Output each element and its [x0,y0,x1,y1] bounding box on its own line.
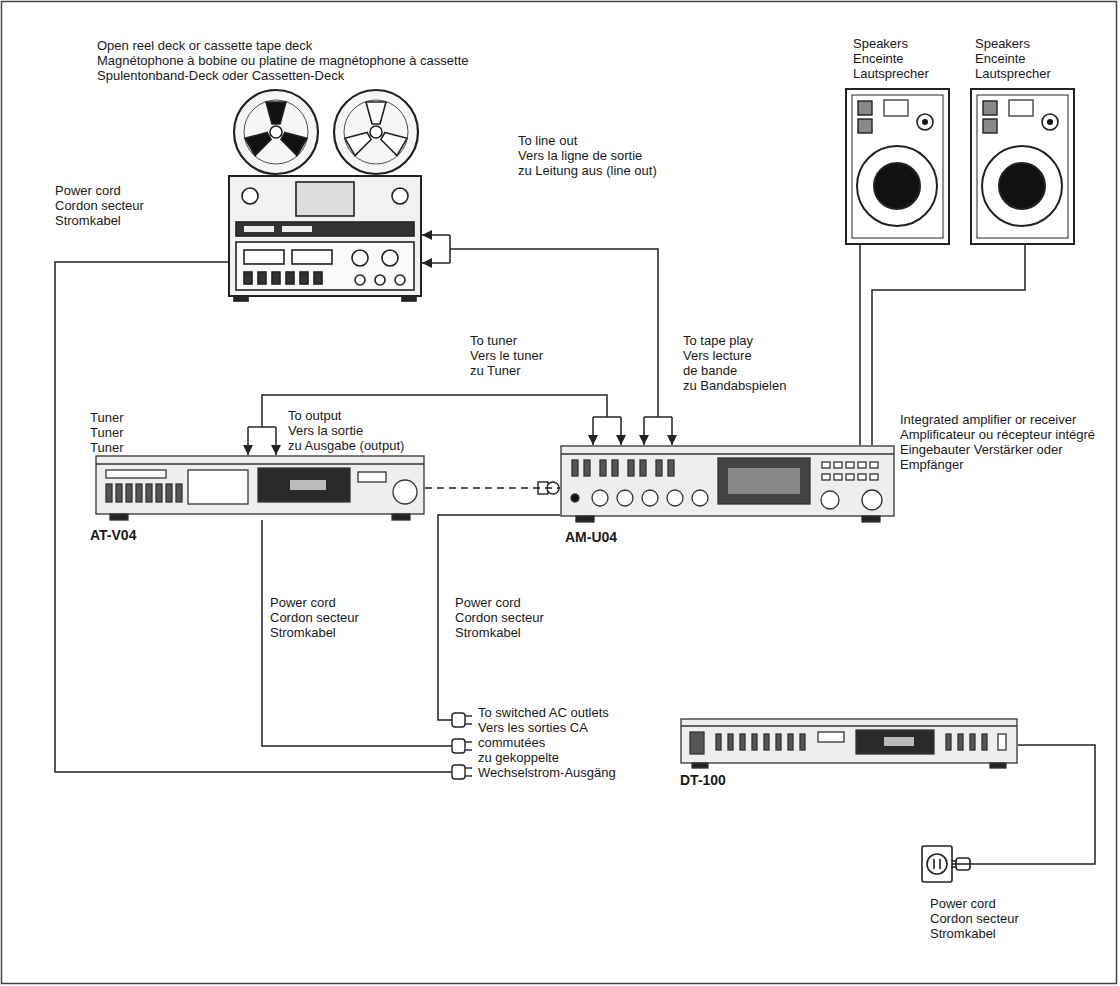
caption-group: SpeakersEnceinteLautsprecher [975,36,1051,81]
caption-group: Open reel deck or cassette tape deckMagn… [97,38,469,83]
device-label: Spulentonband-Deck oder Cassetten-Deck [97,68,469,83]
caption-group: DT-100 [680,772,726,788]
arrow-head [243,445,253,455]
cable-connector [438,515,560,720]
arrow-head [667,435,677,445]
device-label: Speakers [975,36,1051,51]
connection-note: zu Bandabspielen [683,378,786,393]
timer-node: DT-100 [680,718,1018,768]
tuner-illustration [96,456,424,520]
connection-note: Power cord [455,595,521,610]
connection-note: zu Leitung aus (line out) [518,163,657,178]
cable-connector [860,245,861,445]
connection-note: Stromkabel [270,625,336,640]
cable-line [450,249,658,417]
device-label: Lautsprecher [853,66,929,81]
device-label: Amplificateur ou récepteur intégré [900,427,1108,442]
connection-note: Vers lecture de bande [683,348,763,378]
device-label: Power cord [930,896,1019,911]
connection-note: Stromkabel [455,625,521,640]
device-label: Cordon secteur [930,911,1019,926]
cable-line [262,520,452,746]
speaker-node: SpeakersEnceinteLautsprecher [970,88,1075,245]
speaker-illustration [846,89,949,244]
cable-connector [425,488,560,489]
device-label: Stromkabel [930,926,1019,941]
amplifier-node: Integrated amplifier or receiverAmplific… [560,445,895,523]
cable-connector [952,745,1095,864]
switched-ac-outlets-node: To switched AC outletsVers les sorties C… [452,705,622,815]
cable-connector [262,520,452,746]
cable-connector [55,262,452,772]
connection-note: zu Tuner [470,363,521,378]
arrow-head [271,445,281,455]
caption-group: Integrated amplifier or receiverAmplific… [900,412,1108,472]
tape-deck-illustration [229,90,421,301]
caption-group: TunerTunerTuner [90,410,123,455]
timer-illustration [681,719,1017,768]
device-label: Enceinte [975,51,1051,66]
cable-line [952,745,1095,864]
caption-group: AM-U04 [565,529,617,545]
device-label: Tuner [90,425,123,440]
model-name: AM-U04 [565,529,617,545]
tuner-node: TunerTunerTunerAT-V04 [95,455,425,520]
ac-plug [452,713,472,779]
connection-note: To tape play [683,333,753,348]
device-label: Tuner [90,410,123,425]
amplifier-illustration [561,446,894,522]
connection-note: Cordon secteur [270,610,359,625]
arrow-head [616,435,626,445]
caption-group: Power cordCordon secteurStromkabel [930,896,1019,941]
device-label: zu gekoppelte Wechselstrom-Ausgäng [478,750,622,780]
cable-line [859,245,861,445]
speaker-illustration [971,89,1074,244]
device-label: Tuner [90,440,123,455]
device-label: Magnétophone à bobine ou platine de magn… [97,53,469,68]
cable-line [55,262,452,772]
connection-note: Power cord [55,183,121,198]
device-label: To switched AC outlets [478,705,622,720]
speaker-node: SpeakersEnceinteLautsprecher [845,88,950,245]
cable-line [425,487,560,489]
device-label: Speakers [853,36,929,51]
arrow-head [422,258,432,268]
cable-line [438,515,560,720]
device-label: Vers les sorties CA commutées [478,720,622,750]
device-label: Open reel deck or cassette tape deck [97,38,469,53]
cable-connector [243,395,626,455]
connection-note: Power cord [270,595,336,610]
model-name: DT-100 [680,772,726,788]
connection-note: To line out [518,133,577,148]
device-label: Integrated amplifier or receiver [900,412,1108,427]
caption-group: AT-V04 [90,527,136,543]
wall-outlet-node: Power cordCordon secteurStromkabel [922,846,952,882]
device-label: Lautsprecher [975,66,1051,81]
tape-deck-node: Open reel deck or cassette tape deckMagn… [228,92,422,302]
arrow-head [422,230,432,240]
cable-line [262,395,607,427]
connection-note: Stromkabel [55,213,121,228]
connection-note: Cordon secteur [55,198,144,213]
connection-note: To output [288,408,342,423]
arrow-head [639,435,649,445]
device-label: Enceinte [853,51,929,66]
caption-group: SpeakersEnceinteLautsprecher [853,36,929,81]
connection-note: Vers la ligne de sortie [518,148,642,163]
connection-note: Cordon secteur [455,610,544,625]
connection-note: Vers la sortie [288,423,363,438]
cable-connector [422,230,677,445]
connection-note: Vers le tuner [470,348,543,363]
device-label: Eingebauter Verstärker oder Empfänger [900,442,1108,472]
connection-note: zu Ausgabe (output) [288,438,404,453]
model-name: AT-V04 [90,527,136,543]
arrow-head [588,435,598,445]
connection-note: To tuner [470,333,517,348]
caption-group: To switched AC outletsVers les sorties C… [478,705,622,780]
